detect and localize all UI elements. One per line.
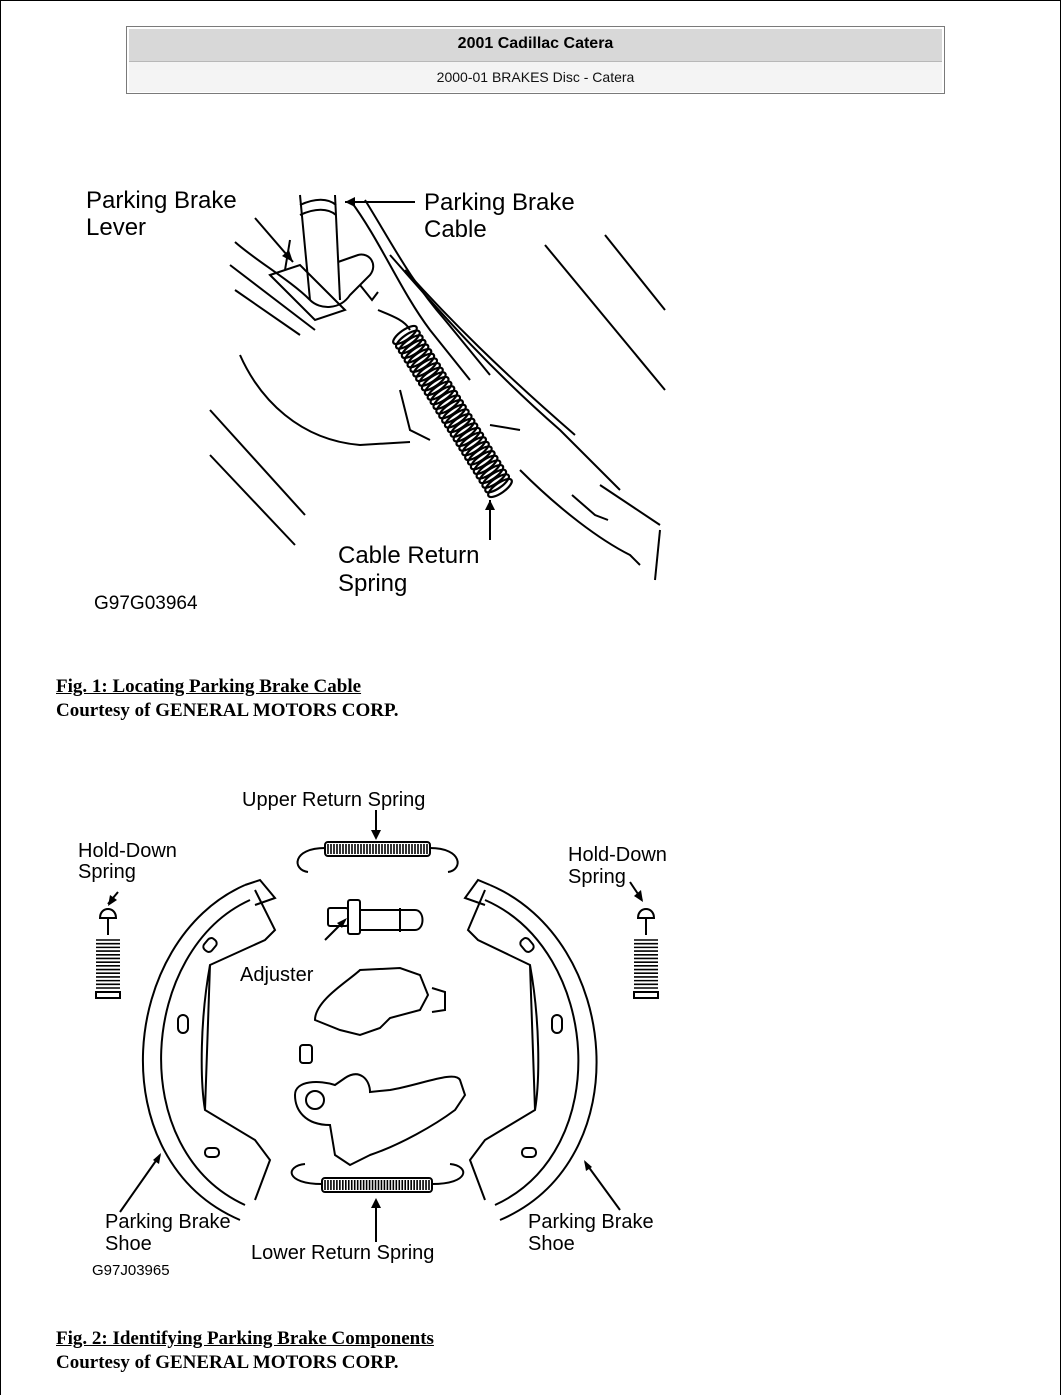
label-upper-return-spring: Upper Return Spring bbox=[242, 789, 425, 811]
spring-coil bbox=[487, 477, 513, 499]
label-hold-down-spring-right-line1: Hold-Down bbox=[568, 844, 667, 866]
document-title: 2001 Cadillac Catera bbox=[129, 29, 942, 62]
label-parking-brake-cable-line1: Parking Brake bbox=[424, 189, 575, 216]
label-lower-return-spring: Lower Return Spring bbox=[251, 1242, 434, 1264]
label-cable-return-spring-line2: Spring bbox=[338, 570, 407, 597]
label-parking-brake-shoe-right-line2: Shoe bbox=[528, 1233, 575, 1255]
figure-1-caption-block: Fig. 1: Locating Parking Brake Cable Cou… bbox=[56, 675, 399, 723]
document-header: 2001 Cadillac Catera 2000-01 BRAKES Disc… bbox=[126, 26, 945, 94]
label-parking-brake-shoe-left-line1: Parking Brake bbox=[105, 1211, 231, 1233]
label-cable-return-spring-line1: Cable Return bbox=[338, 542, 479, 569]
label-hold-down-spring-right-line2: Spring bbox=[568, 866, 626, 888]
label-parking-brake-lever-line1: Parking Brake bbox=[86, 187, 237, 214]
figure-2-illustration: Upper Return Spring Hold-Down Spring Hol… bbox=[78, 789, 667, 1279]
figure-2-caption-block: Fig. 2: Identifying Parking Brake Compon… bbox=[56, 1327, 434, 1375]
label-hold-down-spring-left-line2: Spring bbox=[78, 861, 136, 883]
figure-2-courtesy: Courtesy of GENERAL MOTORS CORP. bbox=[56, 1352, 399, 1373]
figure-1-caption: Fig. 1: Locating Parking Brake Cable bbox=[56, 676, 362, 697]
figure-2-caption: Fig. 2: Identifying Parking Brake Compon… bbox=[56, 1328, 434, 1349]
figure-1-illustration: Parking Brake Lever Parking Brake Cable … bbox=[86, 187, 666, 614]
label-parking-brake-shoe-right-line1: Parking Brake bbox=[528, 1211, 654, 1233]
label-parking-brake-lever-line2: Lever bbox=[86, 214, 146, 241]
label-hold-down-spring-left-line1: Hold-Down bbox=[78, 840, 177, 862]
figure-2-code: G97J03965 bbox=[92, 1262, 170, 1279]
figure-1-code: G97G03964 bbox=[94, 593, 198, 614]
spring-coil bbox=[484, 473, 511, 494]
figure-1-courtesy: Courtesy of GENERAL MOTORS CORP. bbox=[56, 700, 399, 721]
document-subtitle: 2000-01 BRAKES Disc - Catera bbox=[129, 62, 942, 92]
label-adjuster: Adjuster bbox=[240, 964, 314, 986]
label-parking-brake-shoe-left-line2: Shoe bbox=[105, 1233, 152, 1255]
label-parking-brake-cable-line2: Cable bbox=[424, 216, 487, 243]
